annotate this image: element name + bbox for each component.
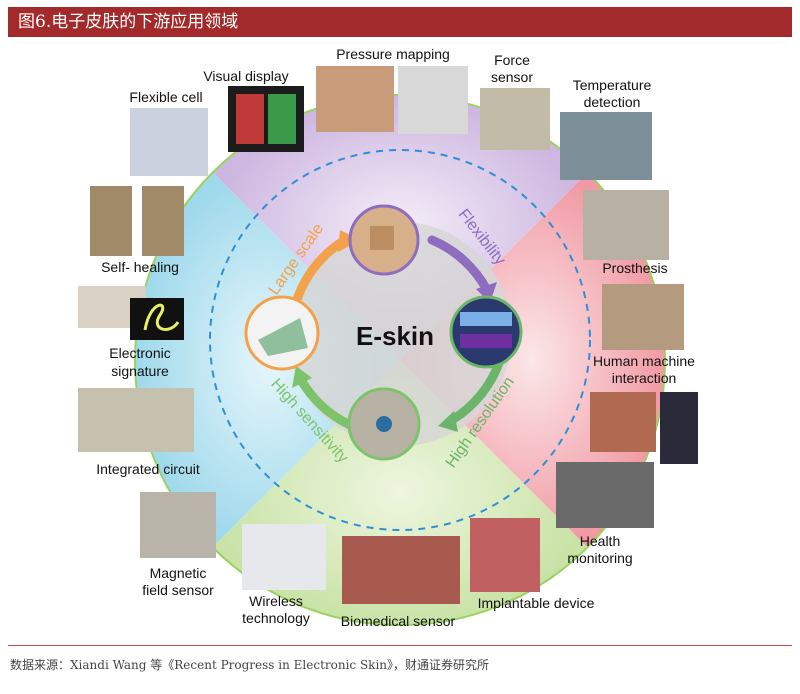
property-image-right (449, 295, 523, 369)
property-image-left (244, 295, 320, 371)
photo-pressure-mapping-1 (316, 66, 394, 132)
footer-divider (8, 645, 792, 646)
label-force-sensor-1: Force (494, 52, 530, 68)
label-hmi-2: interaction (612, 370, 677, 386)
label-biomedical: Biomedical sensor (341, 613, 456, 629)
photo-force-sensor (480, 88, 550, 150)
photo-implantable (470, 518, 540, 592)
label-wireless-1: Wireless (249, 593, 303, 609)
photo-self-healing-2 (142, 186, 184, 256)
center-disk (288, 222, 512, 446)
label-wireless-2: technology (242, 610, 310, 626)
photo-biomedical (342, 536, 460, 604)
photo-health-monitoring (556, 462, 654, 528)
label-magnetic-1: Magnetic (150, 565, 207, 581)
label-health-1: Health (580, 533, 620, 549)
label-prosthesis: Prosthesis (602, 260, 667, 276)
photo-health-1 (590, 392, 656, 452)
label-electronic-signature-1: Electronic (109, 345, 170, 361)
label-temperature-2: detection (584, 94, 641, 110)
photo-magnetic (140, 492, 216, 558)
label-integrated-circuit: Integrated circuit (96, 461, 200, 477)
photo-pressure-mapping-2 (398, 66, 468, 134)
label-temperature-1: Temperature (573, 77, 652, 93)
label-pressure-mapping: Pressure mapping (336, 46, 450, 62)
label-self-healing: Self- healing (101, 259, 179, 275)
figure-title: 图6.电子皮肤的下游应用领域 (8, 7, 792, 37)
application-photos (78, 66, 698, 604)
source-note: 数据来源：Xiandi Wang 等《Recent Progress in El… (10, 658, 490, 672)
center-label: E-skin (356, 321, 434, 351)
property-image-bottom (347, 387, 421, 461)
label-hmi-1: Human machine (593, 353, 695, 369)
photo-wireless (242, 524, 326, 590)
label-implantable: Implantable device (478, 595, 595, 611)
photo-temperature (560, 112, 652, 180)
label-visual-display: Visual display (203, 68, 288, 84)
label-flexible-cell: Flexible cell (129, 89, 202, 105)
label-force-sensor-2: sensor (491, 69, 533, 85)
label-health-2: monitoring (567, 550, 632, 566)
photo-self-healing-1 (90, 186, 132, 256)
dashed-ring (209, 149, 591, 531)
label-magnetic-2: field sensor (142, 582, 214, 598)
photo-prosthesis (583, 190, 669, 260)
photo-flexible-cell (130, 108, 208, 176)
photo-health-2 (660, 392, 698, 464)
label-electronic-signature-2: signature (111, 363, 169, 379)
photo-hmi (602, 284, 684, 350)
photo-integrated-circuit (78, 388, 194, 452)
property-image-top (348, 204, 420, 276)
